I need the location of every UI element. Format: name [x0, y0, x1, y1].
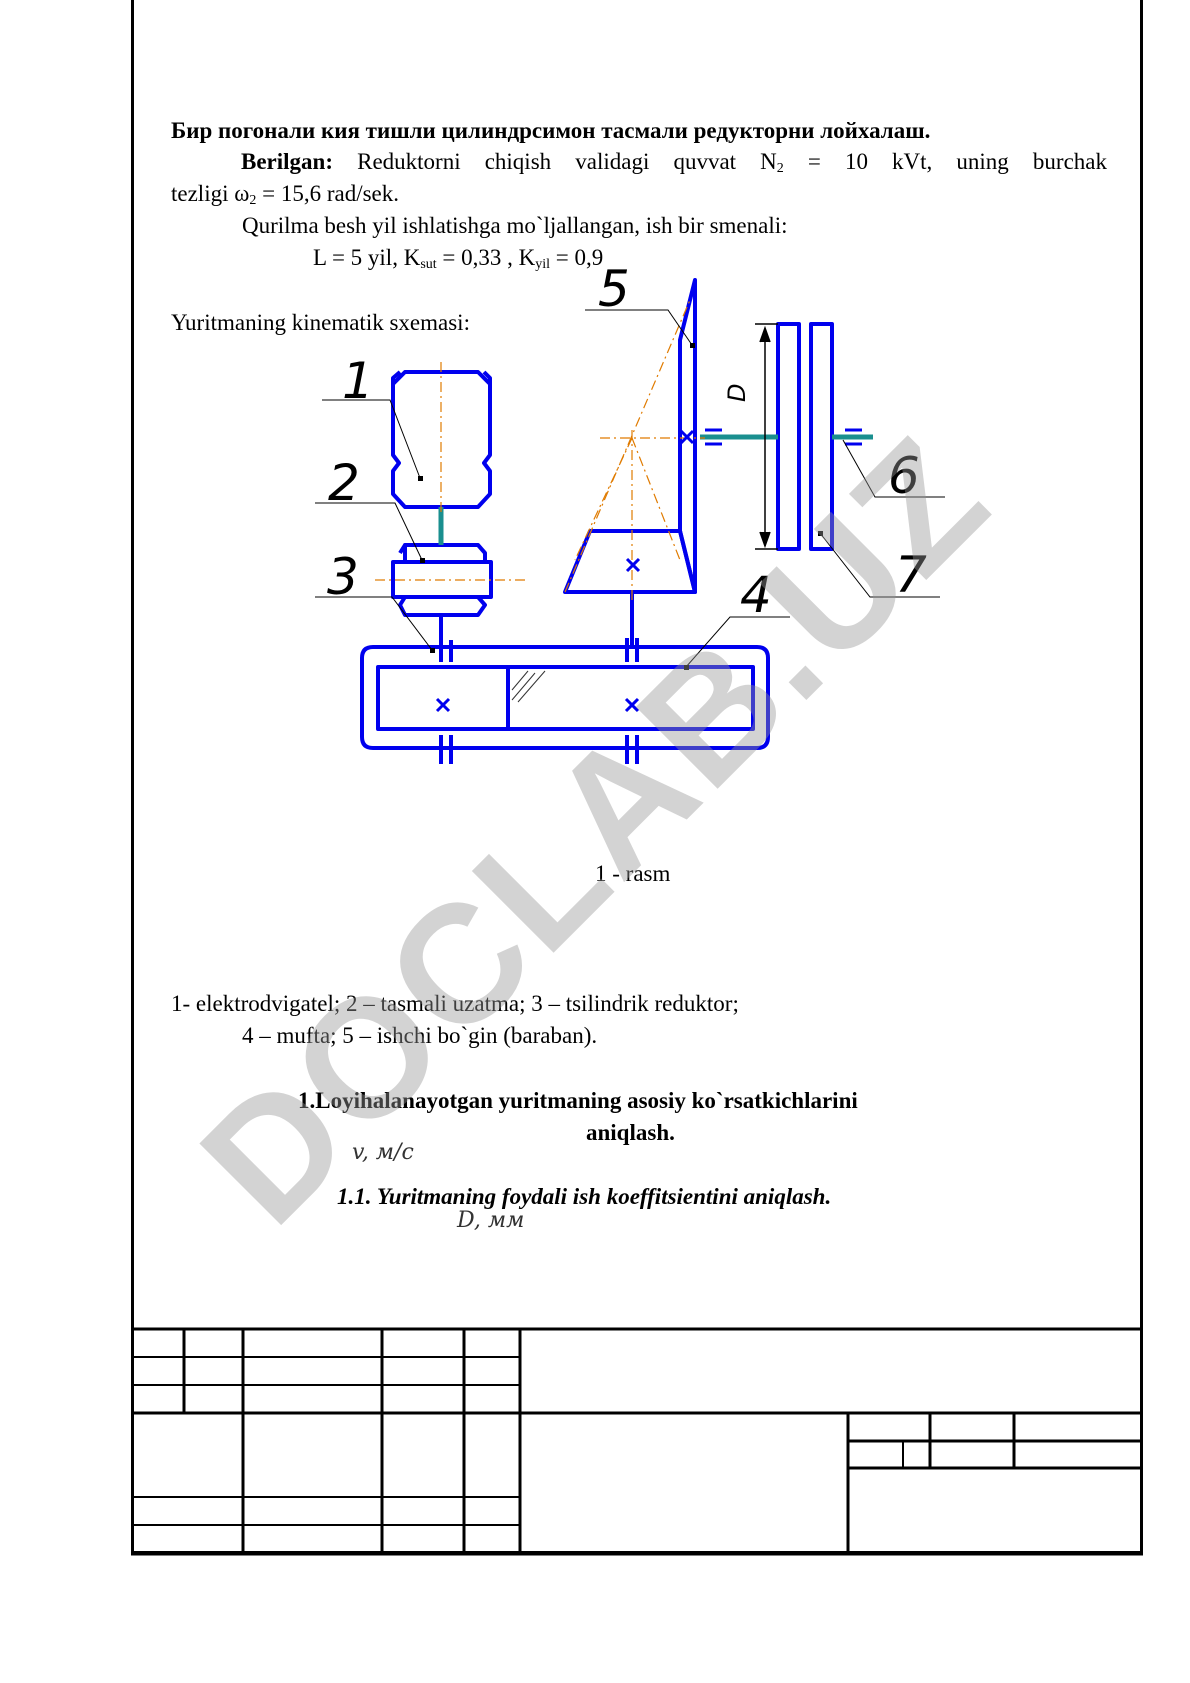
omega-subscript: 2	[249, 193, 257, 208]
pulley-top	[398, 543, 487, 564]
given-text-b: = 10 kVt, uning burchak	[783, 149, 1107, 174]
callout-numbers: 1 2 3 4 5 6 7	[327, 260, 927, 624]
doc-title: Бир погонали кия тишли цилиндрсимон тасм…	[171, 118, 931, 143]
service-line: Qurilma besh yil ishlatishga mo`ljallang…	[242, 213, 788, 238]
math-v-label: v, м/с	[352, 1140, 414, 1165]
top-bearings	[439, 638, 639, 662]
callout-6: 6	[888, 447, 920, 505]
scheme-label: Yuritmaning kinematik sxemasi:	[171, 310, 470, 335]
n-subscript: 2	[776, 161, 784, 176]
title-block-thin	[131, 1356, 904, 1526]
subsection-heading: 1.1. Yuritmaning foydali ish koeffitsien…	[337, 1184, 832, 1209]
callout-7: 7	[895, 546, 927, 604]
given-line-2: tezligi ω2 = 15,6 rad/sek.	[171, 180, 399, 210]
gearbox-inner	[376, 665, 755, 731]
section-1-heading-cont: aniqlash.	[586, 1120, 675, 1145]
figure-caption: 1 - rasm	[595, 861, 671, 886]
kyil-sub: yil	[535, 257, 551, 272]
given-line-1: Berilgan: Reduktorni chiqish validagi qu…	[171, 148, 1107, 178]
ksut-val: = 0,33 , K	[436, 245, 536, 270]
given-text-a: Reduktorni chiqish validagi quvvat N	[333, 149, 777, 174]
title-block	[131, 1327, 1143, 1556]
bottom-bearings	[439, 735, 639, 764]
callout-1: 1	[342, 352, 374, 410]
callout-4: 4	[740, 566, 772, 624]
kyil-val: = 0,9	[550, 245, 604, 270]
dim-label: D	[723, 384, 751, 402]
gearbox-housing	[360, 645, 770, 750]
section-1-heading: 1.Loyihalanayotgan yuritmaning asosiy ko…	[298, 1088, 858, 1113]
dimension-d	[755, 323, 778, 550]
given-line2-b: = 15,6 rad/sek.	[256, 181, 400, 206]
motor-body	[391, 370, 492, 509]
callout-3: 3	[327, 548, 359, 606]
hatch	[511, 670, 546, 703]
params-line: L = 5 yil, Ksut = 0,33 , Kyil = 0,9	[313, 244, 603, 274]
given-label: Berilgan:	[241, 149, 333, 174]
math-d-label: D, мм	[457, 1208, 525, 1233]
wheel-right	[809, 322, 834, 551]
motor-fins	[391, 370, 492, 384]
callout-2: 2	[328, 454, 360, 512]
legend-line-2: 4 – mufta; 5 – ishchi bo`gin (baraban).	[242, 1023, 598, 1048]
given-line2-a: tezligi ω	[171, 181, 250, 206]
x-markers	[435, 429, 695, 713]
callout-5: 5	[598, 260, 630, 318]
leader-dots	[418, 343, 823, 670]
pulley-bottom	[398, 595, 487, 617]
param-l: L = 5 yil, K	[313, 245, 421, 270]
wheel-left	[776, 322, 801, 551]
shafts	[438, 434, 873, 545]
construction-lines	[375, 299, 705, 600]
shaft-bearings	[705, 428, 862, 446]
ksut-sub: sut	[420, 257, 437, 272]
drum-plate	[678, 278, 697, 594]
legend-line-1: 1- elektrodvigatel; 2 – tasmali uzatma; …	[171, 991, 739, 1016]
leader-lines	[315, 309, 945, 668]
diagram-blue-lines	[360, 278, 834, 764]
